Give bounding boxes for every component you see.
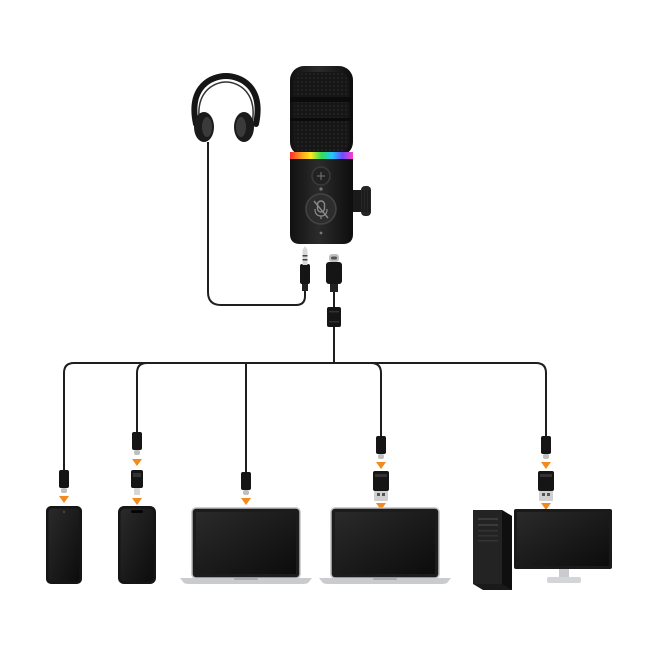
usb-c-plug-icon — [326, 254, 342, 292]
android-phone-icon — [46, 506, 82, 584]
arrow-icon — [541, 462, 551, 469]
audio-jack-icon — [300, 246, 310, 291]
monitor-icon — [514, 509, 612, 583]
usb-c-connector-icon — [132, 432, 142, 455]
headphones-icon — [191, 72, 261, 142]
laptop-icon — [180, 507, 312, 584]
mount-knob-icon — [353, 190, 363, 212]
pc-tower-icon — [473, 510, 512, 590]
arrow-icon — [376, 503, 386, 510]
laptop-icon — [319, 507, 451, 584]
usb-c-connector-icon — [376, 436, 386, 459]
usb-c-connector-icon — [241, 472, 251, 495]
arrow-icon — [241, 498, 251, 505]
ferrite-bead-icon — [327, 307, 341, 327]
distribution-cables — [63, 327, 547, 472]
usb-c-connector-icon — [59, 470, 69, 493]
headphone-cable — [207, 142, 306, 306]
iphone-icon — [118, 506, 156, 584]
lightning-adapter-icon — [131, 470, 143, 495]
usb-a-adapter-icon — [373, 471, 389, 501]
arrow-icon — [59, 496, 69, 503]
arrow-icon — [376, 462, 386, 469]
arrow-icon — [132, 498, 142, 505]
usb-a-adapter-icon — [538, 471, 554, 501]
usb-c-connector-icon — [541, 436, 551, 459]
usb-microphone — [290, 66, 371, 244]
arrow-icon — [541, 503, 551, 510]
arrow-icon — [132, 459, 142, 466]
rgb-light-ring — [290, 152, 353, 159]
